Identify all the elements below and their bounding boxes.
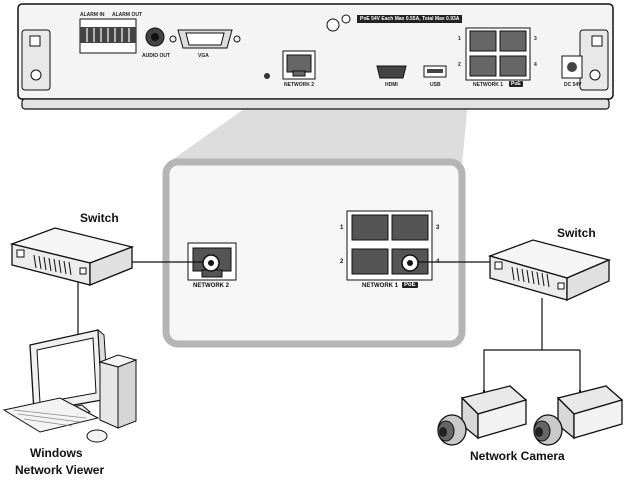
nvr-port-3: 3	[534, 36, 537, 42]
nvr-port-4: 4	[534, 62, 537, 68]
ground-screw	[326, 18, 340, 32]
zoom-network1-ports	[346, 210, 433, 281]
zoom-network2-port	[187, 242, 237, 281]
camera-label: Network Camera	[470, 449, 565, 463]
pc-keyboard	[2, 397, 108, 443]
pc-mouse	[86, 429, 108, 443]
nvr-network2-port	[282, 50, 316, 80]
vga-label: VGA	[198, 53, 209, 59]
cable-switch-right-to-cameras	[483, 298, 543, 390]
audio-out-label: AUDIO OUT	[142, 53, 171, 59]
alarm-in-label: ALARM IN	[80, 12, 105, 18]
poe-banner: PoE 54V Each Max 0.55A, Total Max 0.93A	[357, 15, 463, 23]
dc-label: DC 54V	[564, 82, 582, 88]
zoom-port-2: 2	[340, 259, 344, 265]
pc-label-line2: Network Viewer	[15, 463, 105, 477]
zoom-port-1: 1	[340, 225, 344, 231]
pc-tower	[98, 354, 138, 429]
vga-port	[169, 29, 241, 49]
switch-left-label: Switch	[80, 211, 119, 225]
nvr-poe-badge: PoE	[509, 81, 523, 87]
alarm-terminal-block	[79, 18, 137, 54]
switch-right-label: Switch	[557, 226, 596, 240]
switch-left	[9, 227, 135, 286]
nvr-network1-label: NETWORK 1	[473, 82, 503, 88]
switch-right	[487, 239, 611, 302]
hdmi-port	[376, 65, 407, 79]
zoom-network1-label: NETWORK 1	[362, 283, 398, 289]
zoom-port-3: 3	[436, 225, 440, 231]
nvr-port-1: 1	[458, 36, 461, 42]
nvr-network1-ports	[465, 27, 531, 81]
zoom-network2-label: NETWORK 2	[193, 283, 229, 289]
network-camera-right	[533, 385, 624, 446]
pc-label-line1: Windows	[30, 446, 83, 460]
network-camera-left	[437, 385, 528, 446]
usb-label: USB	[430, 82, 441, 88]
hdmi-label: HDMI	[385, 82, 398, 88]
screw-left	[30, 69, 42, 81]
zoom-highlight-box	[162, 158, 466, 348]
alarm-out-label: ALARM OUT	[112, 12, 142, 18]
nvr-network2-label: NETWORK 2	[284, 82, 314, 88]
zoom-poe-badge: PoE	[402, 282, 418, 288]
zoom-port-4: 4	[436, 259, 440, 265]
nvr-port-2: 2	[458, 62, 461, 68]
